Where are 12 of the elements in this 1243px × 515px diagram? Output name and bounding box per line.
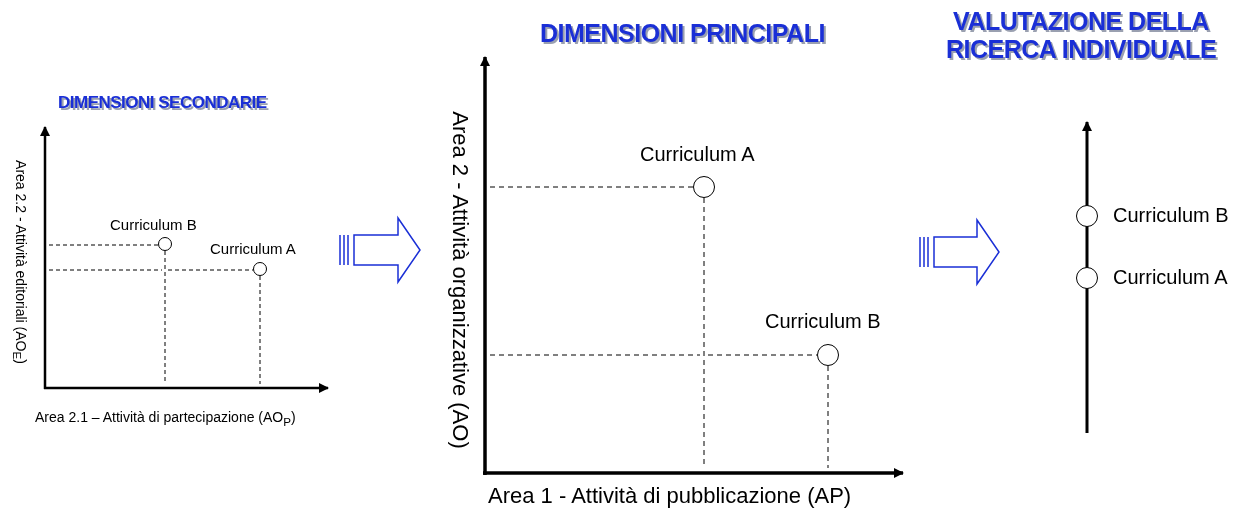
heading: DIMENSIONI PRINCIPALI bbox=[540, 20, 825, 48]
point-label: Curriculum A bbox=[640, 143, 755, 166]
heading: VALUTAZIONE DELLA RICERCA INDIVIDUALE bbox=[944, 8, 1218, 63]
point-label: Curriculum A bbox=[210, 240, 296, 257]
point-label: Curriculum B bbox=[1113, 204, 1229, 227]
point-label: Curriculum A bbox=[1113, 266, 1228, 289]
axis-label: Area 2.1 – Attività di partecipazione (AO$_{P}$) bbox=[35, 409, 296, 428]
point-label: Curriculum B bbox=[765, 310, 881, 333]
heading: DIMENSIONI SECONDARIE bbox=[58, 94, 267, 113]
point-label: Curriculum B bbox=[110, 216, 197, 233]
axis-label: Area 1 - Attività di pubblicazione (AP) bbox=[488, 483, 852, 509]
axis-label: Area 2 - Attività organizzative (AO) bbox=[447, 111, 473, 449]
